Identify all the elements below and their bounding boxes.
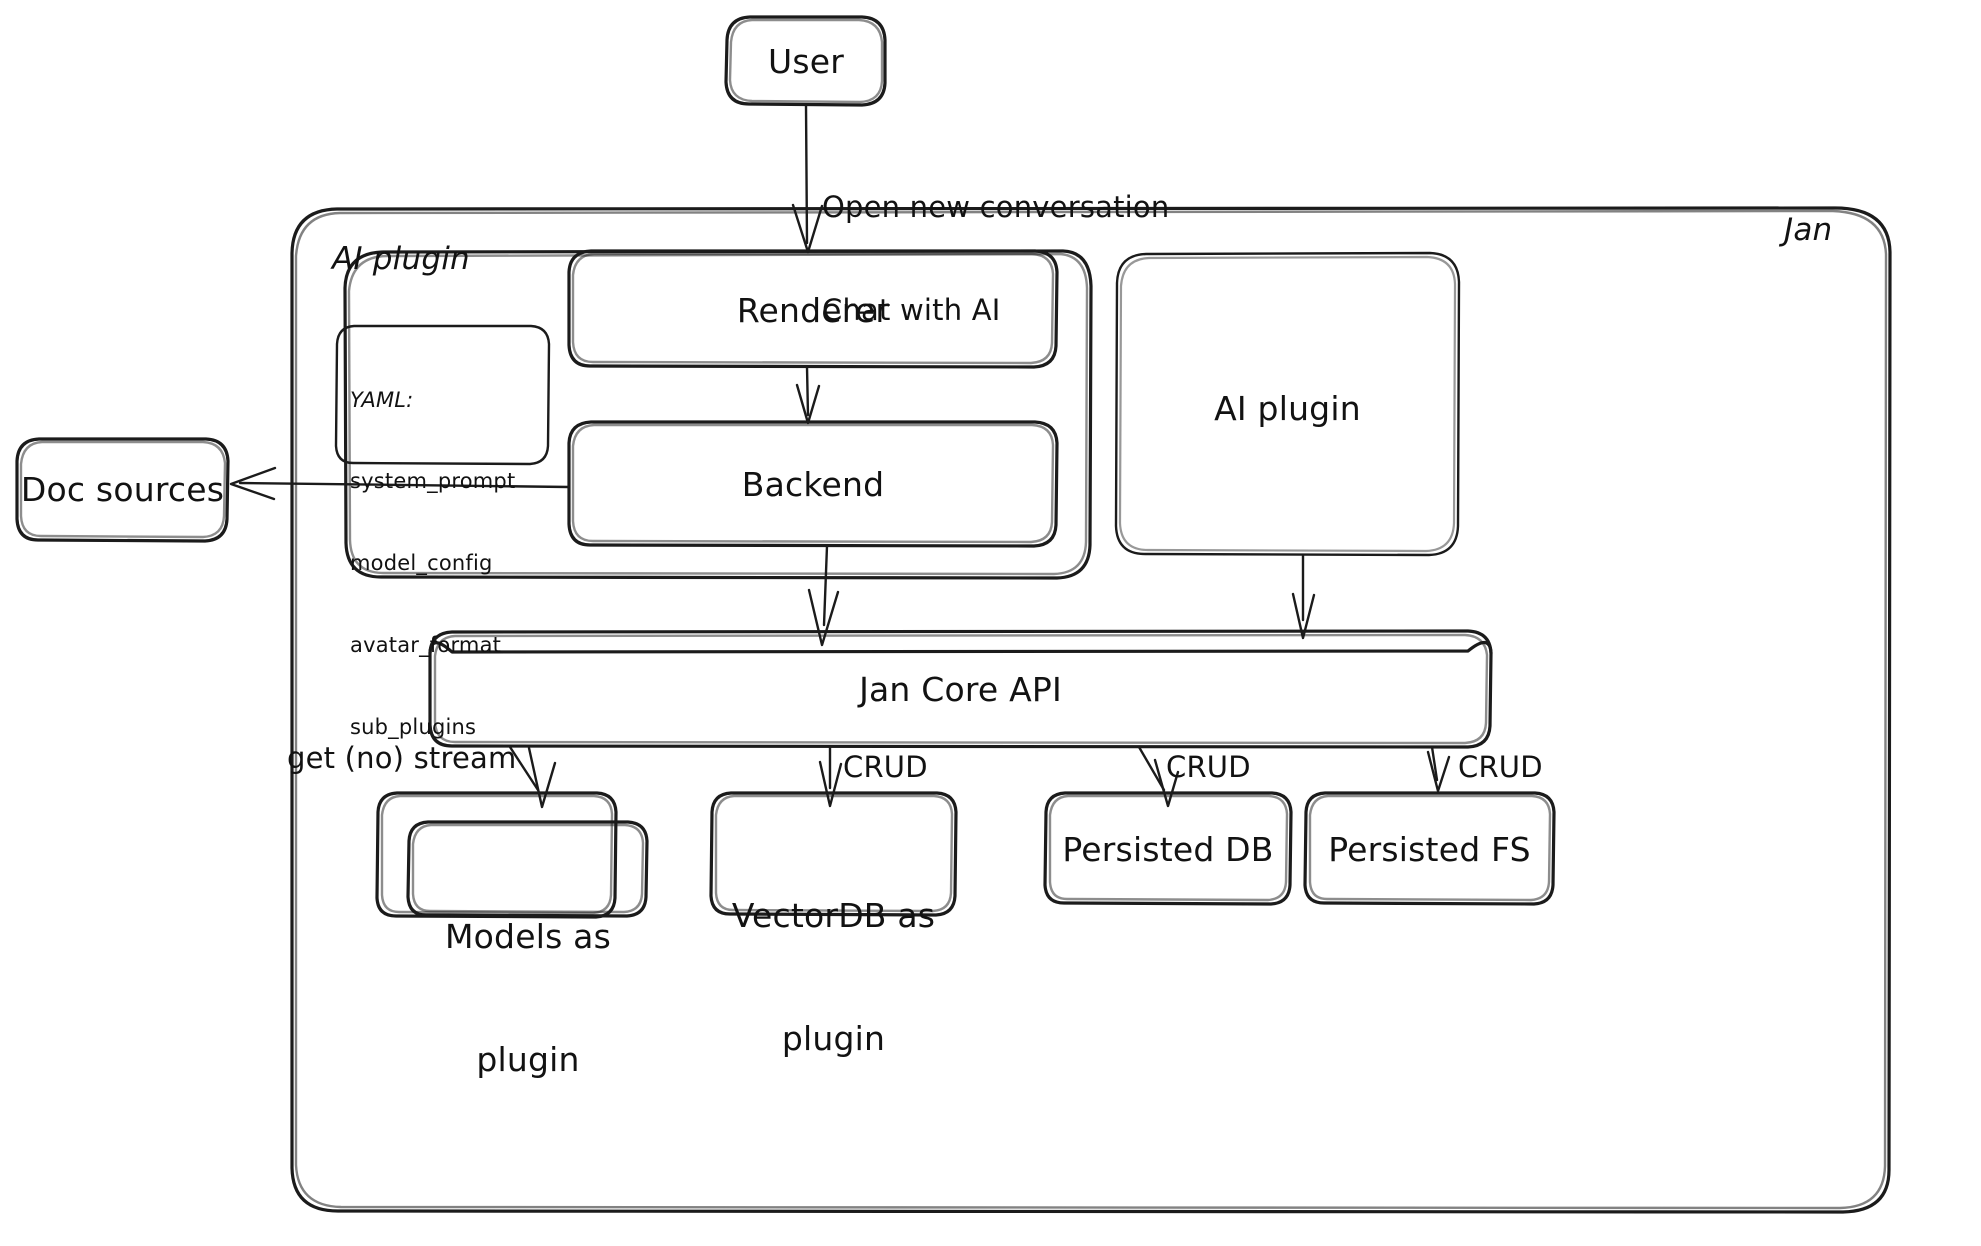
doc-sources-box-shape — [15, 437, 230, 543]
arrow-core-to-persisted-db — [1137, 745, 1180, 808]
arrow-renderer-to-backend — [795, 365, 821, 425]
ai-plugin-container-shape — [343, 249, 1093, 580]
arrow-ai-plugin-to-core — [1291, 553, 1316, 640]
backend-box-shape — [567, 420, 1059, 548]
yaml-box-shape — [334, 324, 551, 466]
persisted-db-shape — [1043, 791, 1293, 906]
arrow-backend-to-doc-sources — [229, 466, 571, 501]
persisted-fs-shape — [1303, 791, 1556, 906]
jan-container-shape — [290, 206, 1892, 1214]
user-box-shape — [724, 15, 887, 107]
jan-core-api-box-shape — [428, 629, 1493, 749]
arrow-core-to-models — [508, 745, 557, 809]
models-as-plugin-shape — [375, 791, 649, 919]
arrow-core-to-persisted-fs — [1426, 745, 1451, 793]
arrow-core-to-vectordb — [818, 745, 843, 808]
arrow-user-to-renderer — [791, 103, 824, 254]
renderer-box-shape — [567, 249, 1059, 369]
vectordb-as-plugin-shape — [709, 791, 958, 917]
arrow-backend-to-core — [807, 544, 840, 647]
ai-plugin-panel-shape — [1114, 251, 1461, 557]
